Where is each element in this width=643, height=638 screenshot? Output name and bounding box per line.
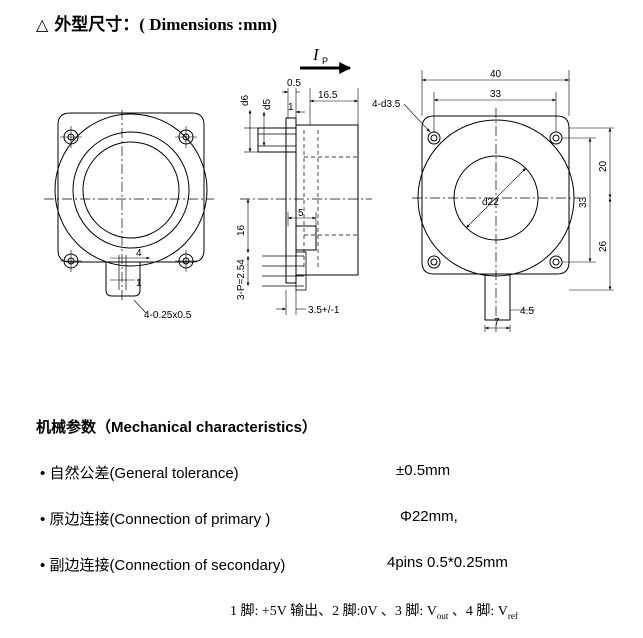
rear-dim-20: 20 (598, 160, 609, 172)
front-housing-outline (57, 112, 205, 263)
side-body (295, 124, 359, 276)
side-dim-0-5: 0.5 (287, 78, 301, 89)
front-mount-holes (60, 126, 197, 272)
vref-subscript: ref (507, 610, 518, 621)
dimensions-heading-text: 外型尺寸：( Dimensions :mm) (54, 15, 278, 34)
rear-pin-tab (484, 274, 511, 321)
side-lower-boss (295, 225, 317, 251)
spec-value: Φ22mm, (400, 508, 458, 525)
spec-label: 自然公差(General tolerance) (49, 465, 239, 482)
bullet: • (40, 511, 46, 528)
vout-subscript: out (436, 610, 449, 621)
pin-assignment-part2: 、4 脚: V (448, 604, 508, 619)
bullet: • (40, 557, 46, 574)
dimensions-heading: △ 外型尺寸：( Dimensions :mm) (36, 10, 277, 35)
front-ring-outer (54, 113, 208, 267)
rear-dim-40: 40 (490, 69, 502, 80)
mechanical-title: 机械参数（Mechanical characteristics） (36, 419, 317, 436)
rear-dim-d22: d22 (482, 197, 499, 208)
side-dim-1: 1 (288, 102, 294, 113)
bullet: • (40, 465, 46, 482)
side-top-boss (257, 127, 297, 153)
spec-value: 4pins 0.5*0.25mm (387, 554, 508, 571)
side-flange (285, 117, 297, 284)
side-dim-5: 5 (298, 208, 304, 219)
rear-dim-33: 33 (490, 89, 502, 100)
rear-dim-33-vertical: 33 (578, 196, 589, 208)
pin-assignment-part1: 1 脚: +5V 输出、2 脚:0V 、3 脚: V (230, 604, 437, 619)
current-symbol: I (312, 45, 320, 64)
front-view (44, 110, 214, 314)
front-dim-4: 4 (136, 248, 142, 259)
side-dim-pitch: 3-P=2.54 (236, 259, 247, 300)
rear-dim-7: 7 (494, 317, 500, 328)
spec-value: ±0.5mm (396, 462, 451, 479)
spec-label: 原边连接(Connection of primary ) (49, 511, 271, 528)
side-pins (262, 251, 307, 291)
front-pin-note: 4-0.25x0.5 (144, 310, 192, 321)
side-dim-16-5: 16.5 (318, 90, 338, 101)
rear-dim-26: 26 (598, 240, 609, 252)
side-dim-d5: d5 (262, 98, 273, 110)
front-dim-1: 1 (136, 278, 142, 289)
rear-dim-4-5: 4.5 (520, 306, 534, 317)
side-dim-3-5: 3.5+/-1 (308, 305, 340, 316)
current-subscript: P (322, 56, 328, 66)
rear-holes-note: 4-d3.5 (372, 99, 401, 110)
front-pin-tab (105, 262, 141, 297)
front-ring-mid (72, 131, 190, 249)
side-view (240, 88, 372, 315)
rear-view (403, 70, 614, 332)
side-dim-d6: d6 (240, 94, 251, 106)
spec-label: 副边连接(Connection of secondary) (49, 557, 286, 574)
triangle-icon: △ (36, 15, 49, 34)
front-aperture (82, 141, 180, 239)
pin-assignment: 1 脚: +5V 输出、2 脚:0V 、3 脚: Vout 、4 脚: Vref (230, 600, 518, 621)
side-dim-16: 16 (236, 224, 247, 236)
dimension-drawing: 4 1 4-0.25x0.5 I P (44, 45, 614, 332)
